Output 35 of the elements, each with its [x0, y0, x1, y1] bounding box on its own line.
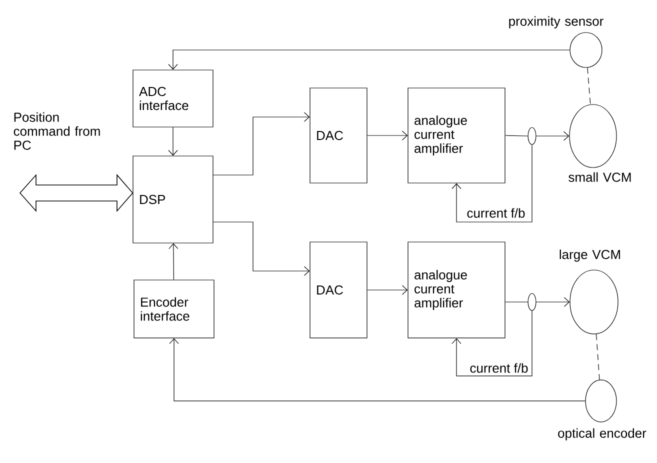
arrow: [168, 50, 570, 70]
arrow: [168, 127, 178, 156]
device-label: small VCM: [568, 172, 631, 182]
arrow: [213, 112, 310, 176]
sensor-circle: [570, 32, 602, 68]
process-box: DAC: [310, 242, 368, 338]
current-sensor: [528, 127, 536, 145]
sensor-circle: [585, 380, 617, 422]
dashed-link: [587, 67, 591, 105]
edge-label: Position command from PC: [14, 112, 100, 150]
arrow: [536, 131, 570, 141]
process-box: DAC: [310, 88, 368, 184]
motor-circle: [570, 270, 618, 334]
dashed-link: [596, 334, 600, 380]
process-box: DSP: [132, 156, 214, 244]
arrow: [367, 130, 408, 140]
process-box: analogue current amplifier: [408, 88, 506, 184]
device-label: optical encoder: [558, 428, 646, 440]
arrow: [452, 310, 532, 376]
device-label: large VCM: [560, 250, 620, 262]
arrow: [169, 338, 586, 402]
arrow: [536, 297, 570, 307]
process-box: Encoder interface: [134, 280, 214, 338]
current-sensor: [528, 293, 536, 311]
arrow: [367, 285, 408, 295]
arrow: [213, 222, 310, 276]
device-label: proximity sensor: [509, 16, 604, 28]
connector-line: [505, 135, 528, 136]
arrow: [168, 243, 178, 280]
motor-circle: [569, 104, 617, 168]
edge-label: current f/b: [470, 363, 528, 373]
process-box: analogue current amplifier: [408, 242, 506, 338]
arrow: [452, 144, 532, 222]
edge-label: current f/b: [467, 208, 525, 218]
process-box: ADC interface: [132, 70, 214, 128]
